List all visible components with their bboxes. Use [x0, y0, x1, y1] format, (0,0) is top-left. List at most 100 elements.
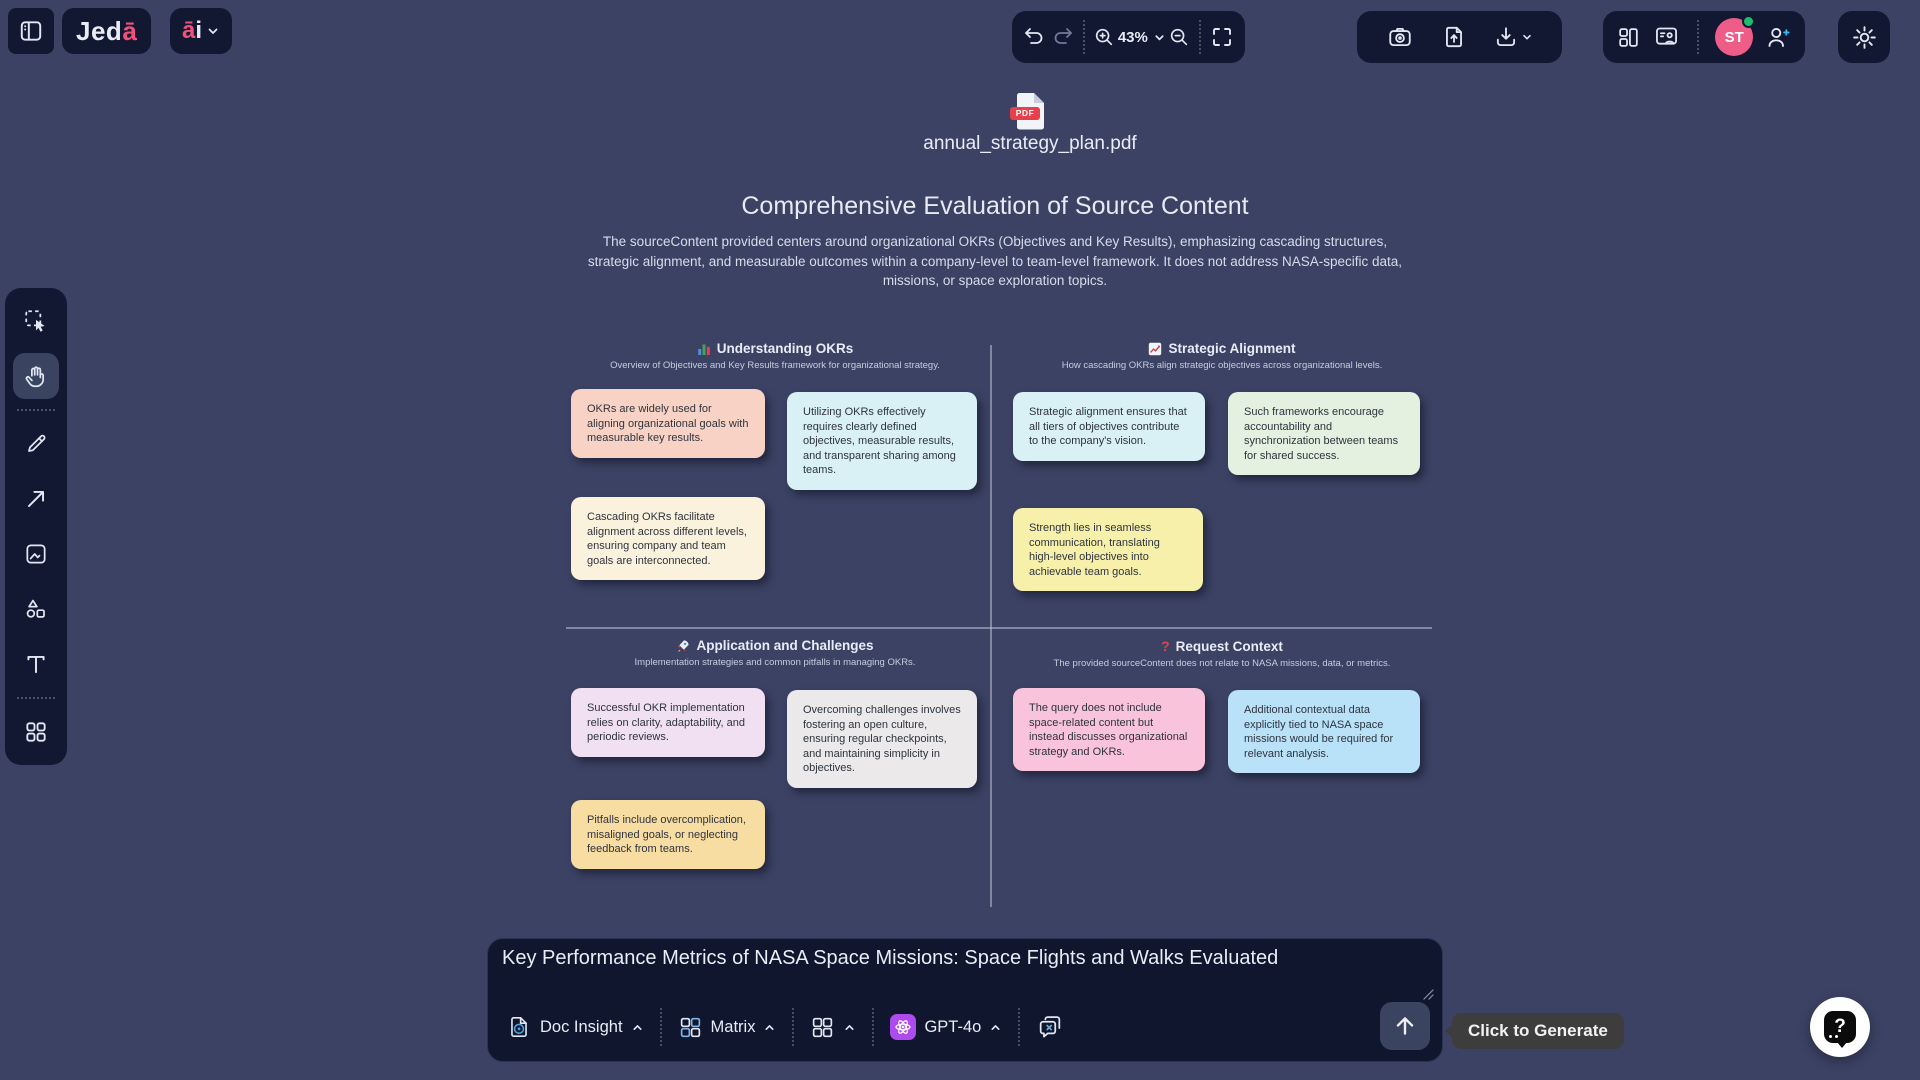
sidebar-toggle-button[interactable] [8, 8, 54, 54]
arrow-tool-icon [27, 490, 45, 508]
quadrant-title: Strategic Alignment [1168, 341, 1296, 356]
file-name: annual_strategy_plan.pdf [923, 133, 1137, 154]
history-zoom-toolbar: 43% [1012, 11, 1245, 63]
undo-icon [1025, 28, 1043, 44]
model-label: GPT-4o [924, 1017, 982, 1036]
sticky-note[interactable]: OKRs are widely used for aligning organi… [571, 389, 765, 458]
add-collaborator-icon [1768, 27, 1790, 47]
board-title[interactable]: Comprehensive Evaluation of Source Conte… [741, 192, 1249, 220]
pdf-file-icon: PDF [1010, 92, 1045, 130]
generate-button[interactable] [1380, 1002, 1430, 1050]
text-tool[interactable] [13, 641, 59, 687]
fit-screen-button[interactable] [1207, 17, 1237, 57]
resize-handle-icon[interactable] [1423, 989, 1434, 1000]
layout-grid-icon [813, 1017, 833, 1037]
workspace-toolbar: ST [1603, 11, 1805, 63]
app-logo-text: Jedā [76, 15, 138, 46]
quadrant-subtitle: Implementation strategies and common pit… [634, 657, 916, 668]
model-selector-dropdown[interactable]: GPT-4o [880, 1005, 1012, 1049]
quadrant-header-application-challenges[interactable]: Application and Challenges Implementatio… [565, 638, 985, 668]
help-button[interactable]: ? [1810, 997, 1870, 1057]
pdf-badge: PDF [1010, 107, 1040, 120]
gpt-model-icon [890, 1014, 917, 1040]
tool-divider [17, 409, 55, 411]
zoom-out-button[interactable] [1166, 17, 1193, 57]
download-icon [1497, 27, 1516, 47]
quadrant-header-strategic-alignment[interactable]: Strategic Alignment How cascading OKRs a… [1002, 341, 1442, 371]
pen-tool[interactable] [13, 421, 59, 467]
question-mark-icon: ? [1161, 638, 1170, 654]
invite-collaborator-button[interactable] [1763, 17, 1793, 57]
sticky-note[interactable]: Additional contextual data explicitly ti… [1228, 690, 1420, 774]
quadrant-title: Understanding OKRs [716, 341, 854, 356]
settings-gear-icon [1852, 25, 1876, 49]
redo-button[interactable] [1049, 17, 1078, 57]
clear-chat-button[interactable] [1026, 1005, 1074, 1049]
sticky-note[interactable]: Cascading OKRs facilitate alignment acro… [571, 497, 765, 581]
chevron-up-icon [765, 1024, 775, 1030]
toolbar-divider [1697, 20, 1700, 54]
zoom-level-value: 43% [1117, 28, 1148, 46]
zoom-out-icon [1171, 28, 1188, 46]
sticky-note[interactable]: Successful OKR implementation relies on … [571, 688, 765, 757]
matrix-template-dropdown[interactable]: Matrix [668, 1005, 787, 1049]
prompt-input[interactable] [502, 947, 1414, 999]
line-chart-icon [1148, 342, 1162, 356]
boards-panel-button[interactable] [1615, 17, 1641, 57]
screenshot-button[interactable] [1383, 17, 1417, 57]
export-download-button[interactable] [1490, 17, 1536, 57]
matrix-vertical-axis [990, 345, 992, 907]
redo-icon [1054, 28, 1072, 44]
settings-button[interactable] [1838, 11, 1890, 63]
layout-dropdown[interactable] [800, 1005, 866, 1049]
app-logo-button[interactable]: Jedā [62, 8, 152, 54]
source-file-object[interactable]: PDF annual_strategy_plan.pdf [880, 92, 1180, 155]
sticky-note[interactable]: Such frameworks encourage accountability… [1228, 392, 1420, 476]
ai-menu-label: āi [182, 17, 203, 44]
chevron-down-icon [1155, 34, 1164, 40]
help-icon: ? [1824, 1011, 1856, 1048]
arrow-tool[interactable] [13, 476, 59, 522]
present-mode-button[interactable] [1651, 17, 1681, 57]
media-tool[interactable] [13, 531, 59, 577]
actions-divider [659, 1008, 662, 1046]
matrix-horizontal-axis [566, 627, 1432, 629]
doc-insight-icon [511, 1016, 527, 1038]
undo-button[interactable] [1020, 17, 1049, 57]
ai-menu-button[interactable]: āi [170, 8, 233, 54]
rocket-icon [676, 639, 690, 653]
sticky-note[interactable]: Strength lies in seamless communication,… [1013, 508, 1203, 592]
online-status-dot [1742, 15, 1756, 28]
chevron-up-icon [991, 1024, 1000, 1030]
chevron-up-icon [845, 1024, 855, 1030]
sticky-note[interactable]: Utilizing OKRs effectively requires clea… [787, 392, 977, 490]
quadrant-header-understanding-okrs[interactable]: Understanding OKRs Overview of Objective… [565, 341, 985, 371]
sticky-note[interactable]: Overcoming challenges involves fostering… [787, 690, 977, 788]
chevron-down-icon [206, 24, 220, 38]
quadrant-subtitle: The provided sourceContent does not rela… [1053, 658, 1391, 669]
sticky-note[interactable]: Strategic alignment ensures that all tie… [1013, 392, 1205, 461]
shapes-tool[interactable] [13, 586, 59, 632]
doc-insight-dropdown[interactable]: Doc Insight [496, 1005, 654, 1049]
prompt-actions-row: Doc Insight Matrix GPT-4o [496, 1001, 1074, 1053]
quadrant-title: Application and Challenges [696, 638, 874, 653]
sidebar-toggle-icon [18, 18, 44, 44]
media-tool-icon [26, 544, 46, 564]
sticky-note[interactable]: Pitfalls include overcomplication, misal… [571, 800, 765, 869]
hand-tool[interactable] [13, 353, 59, 399]
zoom-in-button[interactable] [1091, 17, 1118, 57]
zoom-in-icon [1096, 28, 1113, 46]
zoom-level-dropdown[interactable]: 43% [1118, 29, 1166, 46]
import-file-button[interactable] [1437, 17, 1471, 57]
user-avatar[interactable]: ST [1715, 15, 1756, 56]
select-tool[interactable] [13, 298, 59, 344]
apps-tool[interactable] [13, 709, 59, 755]
quadrant-header-request-context[interactable]: ?Request Context The provided sourceCont… [1002, 638, 1442, 669]
sticky-note[interactable]: The query does not include space-related… [1013, 688, 1205, 772]
tool-rail [5, 288, 67, 765]
select-tool-icon [25, 310, 45, 332]
board-description[interactable]: The sourceContent provided centers aroun… [587, 234, 1403, 288]
capture-export-toolbar [1357, 11, 1562, 63]
matrix-icon [680, 1017, 700, 1037]
